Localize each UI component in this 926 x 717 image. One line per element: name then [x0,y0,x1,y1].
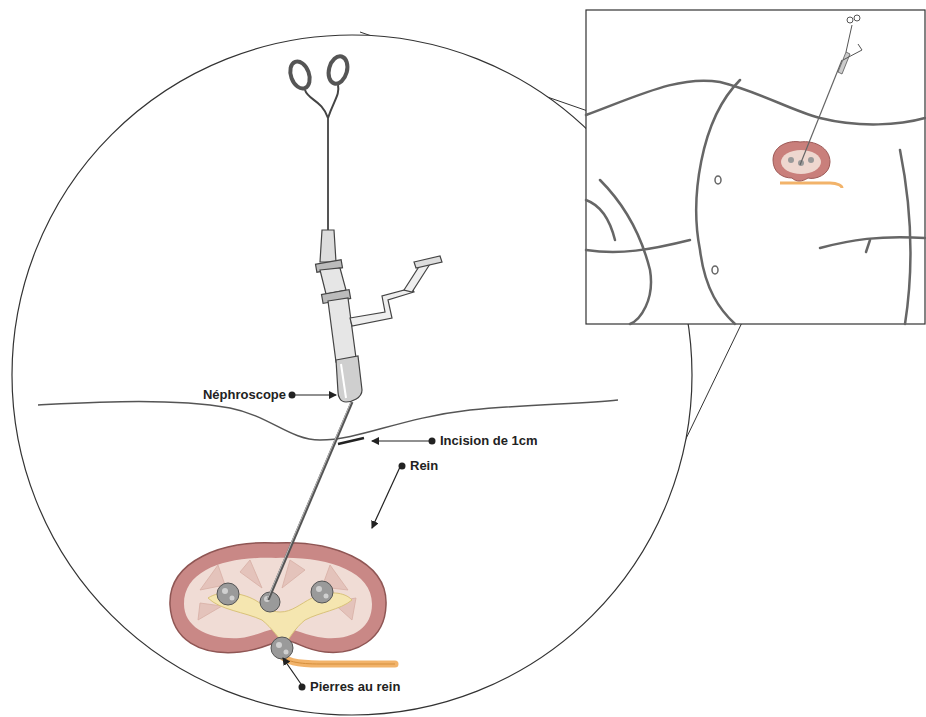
nephroscope [267,54,442,600]
kidney-stones [217,581,333,659]
part-label: Incision de 1cm [440,433,538,449]
part-label: Néphroscope [203,387,286,403]
part-label: Pierres au rein [310,679,400,695]
kidney [170,543,395,664]
inset-frame [586,10,925,324]
leader-lines [283,392,436,691]
part-label: Rein [410,458,438,474]
inset-kidney [773,15,862,188]
patient-body [586,80,925,324]
